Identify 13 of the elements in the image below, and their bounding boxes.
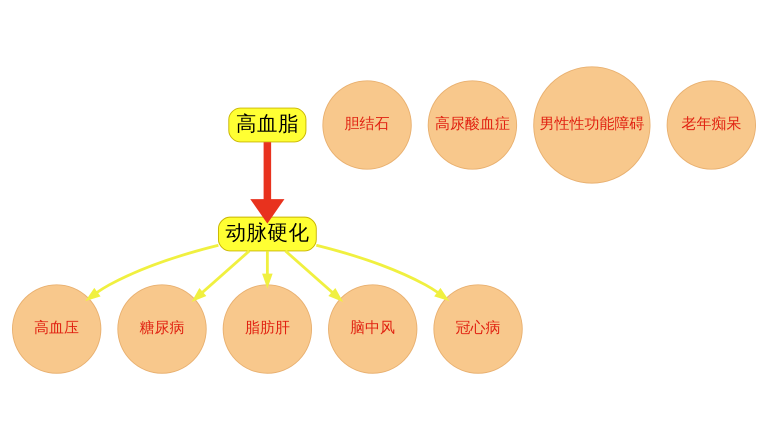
node-circle: 老年痴呆 <box>666 80 756 170</box>
arrow <box>284 250 344 302</box>
arrow <box>250 142 284 224</box>
node-circle: 高尿酸血症 <box>428 80 518 170</box>
node-circle: 男性性功能障碍 <box>533 66 650 184</box>
arrow <box>262 251 273 289</box>
arrow <box>85 244 219 302</box>
node-circle: 胆结石 <box>322 80 412 170</box>
node-box: 高血脂 <box>228 108 306 142</box>
node-box: 动脉硬化 <box>218 216 317 252</box>
node-circle: 脂肪肝 <box>222 284 312 374</box>
arrow <box>316 244 450 302</box>
arrow <box>192 250 250 302</box>
